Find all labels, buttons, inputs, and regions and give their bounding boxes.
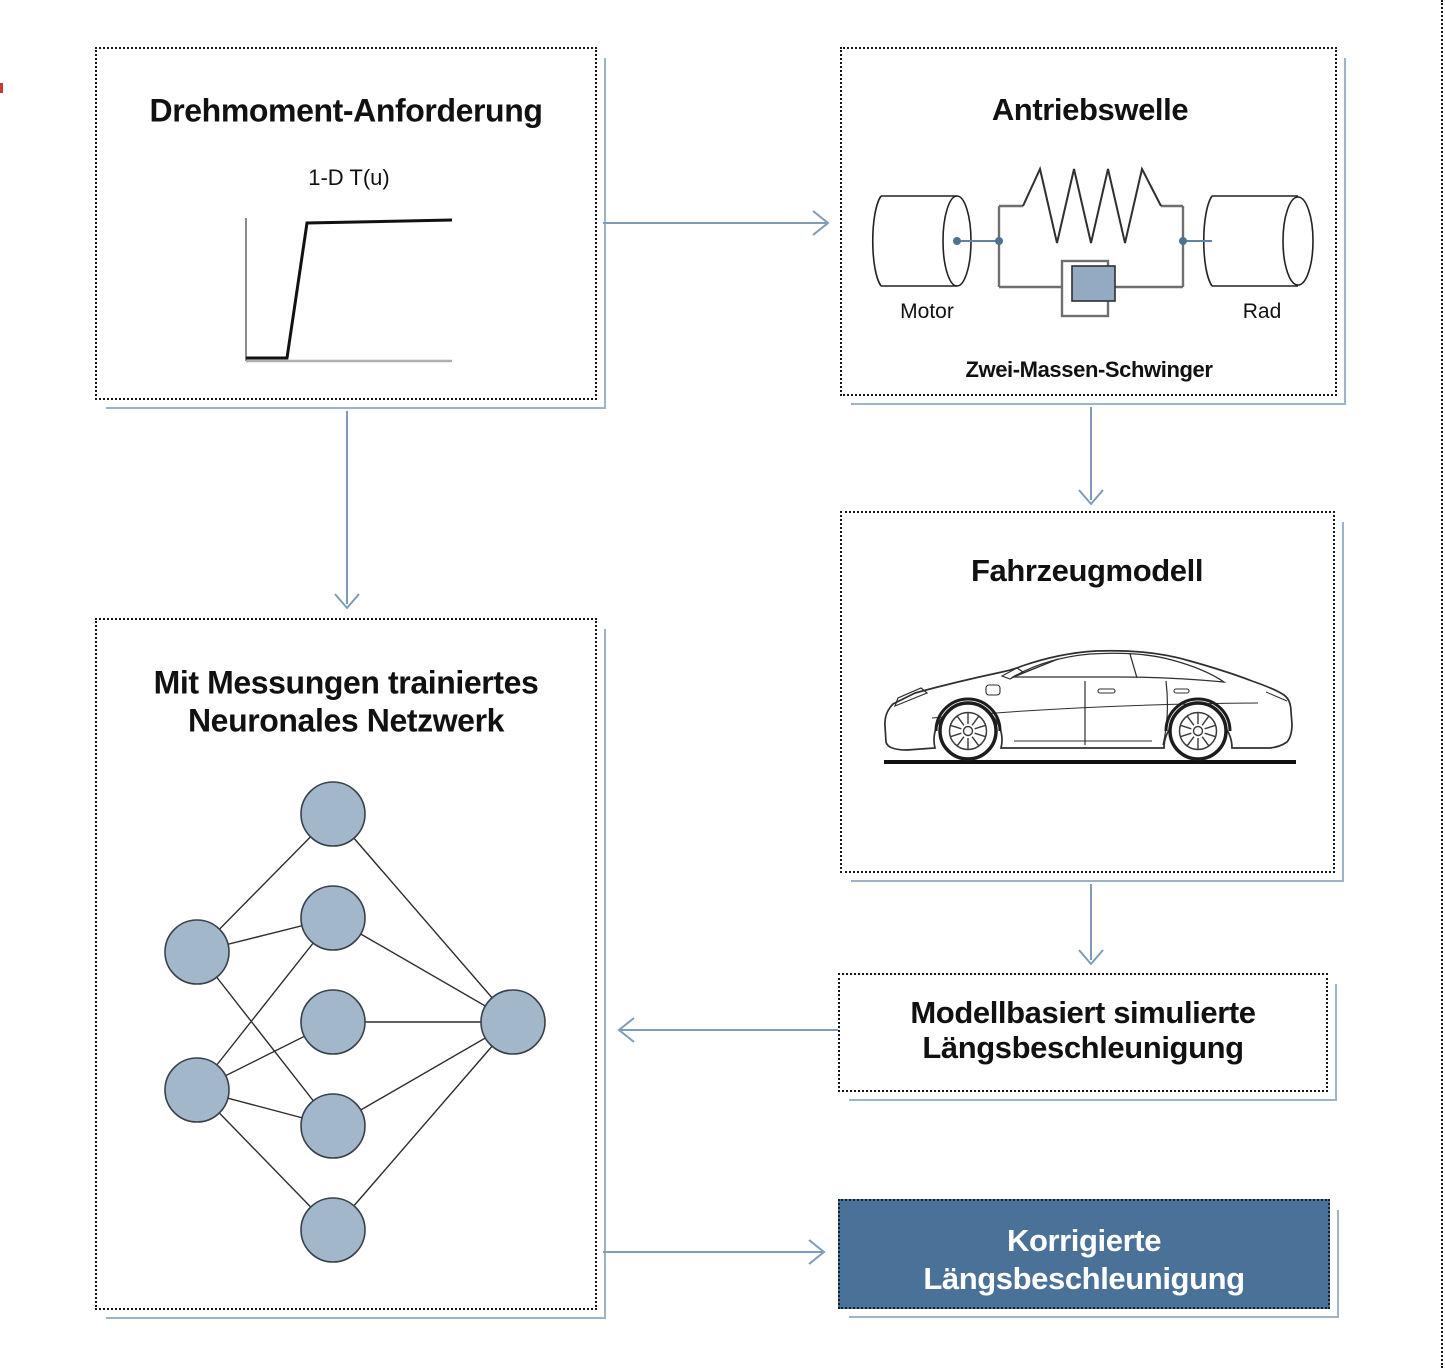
- drive-shaft-title: Antriebswelle: [991, 92, 1189, 127]
- corrected-acceleration-line1: Korrigierte: [1006, 1223, 1162, 1258]
- two-mass-caption: Zwei-Massen-Schwinger: [965, 357, 1213, 382]
- arrow-network-to-corrected: [603, 1239, 826, 1265]
- motor-label: Motor: [900, 300, 954, 323]
- network-title-line1: Mit Messungen trainiertes: [153, 664, 539, 701]
- signal-block-label: 1-D T(u): [308, 165, 390, 190]
- corrected-acceleration-box: [838, 1199, 1339, 1318]
- arrow-torque-to-network: [334, 411, 360, 610]
- torque-request-title: Drehmoment-Anforderung: [149, 92, 543, 129]
- simulated-acceleration-line2: Längsbeschleunigung: [922, 1030, 1244, 1065]
- arrow-torque-to-driveshaft: [603, 210, 830, 236]
- vehicle-model-title: Fahrzeugmodell: [970, 553, 1204, 588]
- cropped-right-box-edge: [1441, 0, 1443, 1368]
- arrow-simulated-to-network: [617, 1017, 838, 1043]
- arrow-vehicle-to-simulated: [1078, 884, 1104, 966]
- arrow-driveshaft-to-vehicle: [1078, 407, 1104, 506]
- wheel-label: Rad: [1242, 300, 1282, 323]
- corrected-acceleration-line2: Längsbeschleunigung: [923, 1261, 1245, 1296]
- simulated-acceleration-line1: Modellbasiert simulierte: [910, 995, 1256, 1030]
- network-title-line2: Neuronales Netzwerk: [187, 702, 505, 739]
- red-edge-artifact: [0, 83, 3, 93]
